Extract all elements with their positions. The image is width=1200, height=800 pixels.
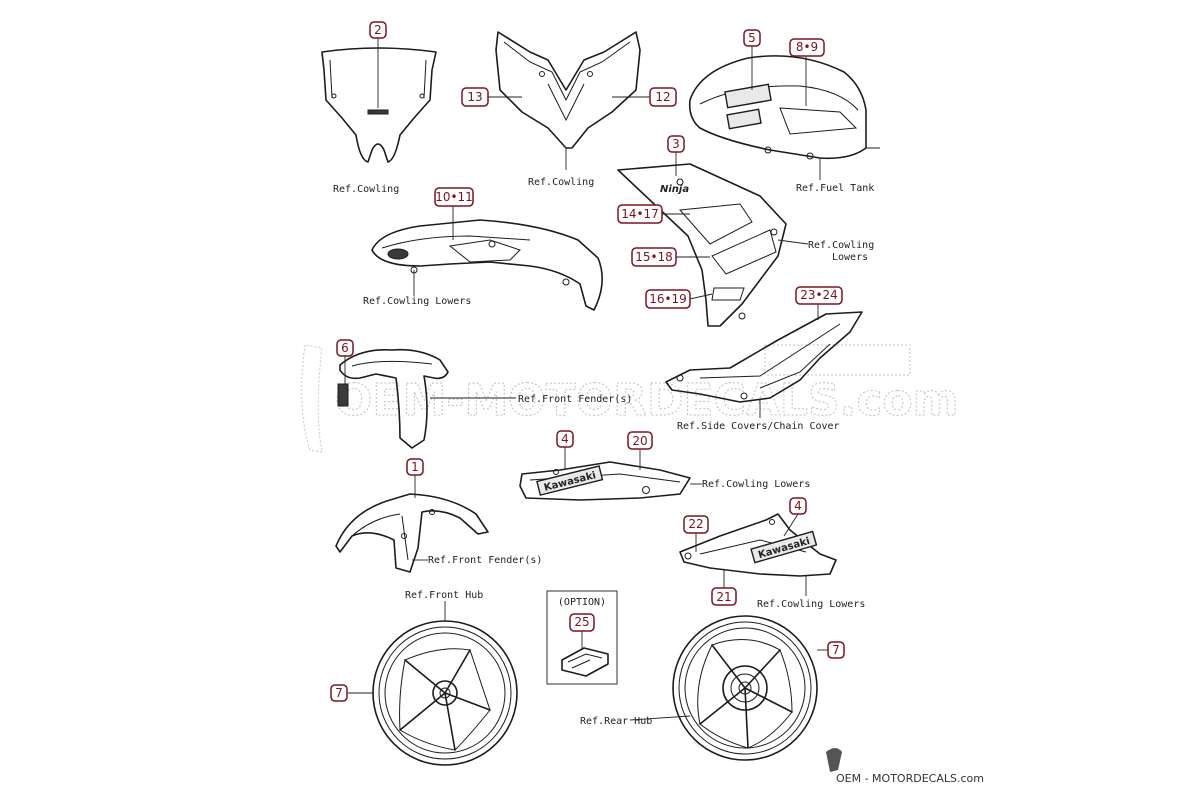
- belly-pan-left-kawasaki-decal: [536, 465, 604, 496]
- callout-4-left: 4: [556, 430, 574, 448]
- ref-label-belly-pan-right: Ref.Cowling Lowers: [757, 599, 865, 610]
- ref-label-windscreen: Ref.Cowling: [333, 184, 399, 195]
- right-side-cowl-part: Ninja: [617, 152, 809, 327]
- svg-text:20: 20: [632, 434, 647, 448]
- svg-text:8•9: 8•9: [796, 40, 818, 54]
- ref-label-front-fender-top: Ref.Front Fender(s): [518, 394, 632, 405]
- callout-3: 3: [667, 135, 685, 153]
- option-label: (OPTION): [558, 597, 606, 608]
- svg-text:15•18: 15•18: [635, 250, 673, 264]
- belly-pan-right-kawasaki-decal: [750, 530, 818, 564]
- fuel-tank-part: [688, 44, 880, 180]
- fuel-tank-emblem-decal: [726, 108, 762, 130]
- ref-label-side-cowling-lowers-line2: Lowers: [832, 252, 868, 263]
- callout-14-17: 14•17: [617, 204, 663, 224]
- watermark-bird-shape: [301, 344, 323, 453]
- callout-21: 21: [711, 587, 737, 606]
- svg-text:4: 4: [794, 499, 802, 513]
- ref-label-side-covers: Ref.Side Covers/Chain Cover: [677, 421, 840, 432]
- rear-wheel-part: [629, 615, 828, 761]
- svg-text:6: 6: [341, 341, 349, 355]
- front-wheel-spokes: [399, 648, 491, 751]
- callout-15-18: 15•18: [631, 247, 677, 267]
- callout-7-front: 7: [330, 684, 348, 702]
- upper-cowl-part: [488, 31, 650, 170]
- callout-5: 5: [743, 29, 761, 47]
- watermark: OEM-MOTORDECALS.com: [301, 344, 959, 453]
- fuel-tank-kawasaki-decal: [724, 83, 772, 109]
- svg-text:1: 1: [411, 460, 419, 474]
- callout-20: 20: [627, 431, 653, 450]
- front-fender-top-decal: [337, 383, 349, 407]
- front-fender-part: [335, 475, 489, 573]
- footer-watermark: OEM - MOTORDECALS.com: [826, 748, 984, 785]
- callout-2: 2: [369, 21, 387, 39]
- bird-logo-icon: [826, 748, 842, 772]
- front-wheel-part: [348, 601, 518, 766]
- ref-label-belly-pan: Ref.Cowling Lowers: [702, 479, 810, 490]
- svg-text:10•11: 10•11: [435, 190, 473, 204]
- callout-8-9: 8•9: [789, 38, 825, 57]
- callout-4-right: 4: [789, 497, 807, 515]
- svg-text:16•19: 16•19: [649, 292, 687, 306]
- svg-text:12: 12: [655, 90, 670, 104]
- svg-text:22: 22: [688, 517, 703, 531]
- option-box: (OPTION): [546, 590, 618, 685]
- ninja-decal-text: Ninja: [660, 184, 689, 195]
- callout-22: 22: [683, 515, 709, 534]
- svg-text:7: 7: [832, 643, 840, 657]
- svg-text:14•17: 14•17: [621, 207, 659, 221]
- side-covers-part: [665, 303, 863, 418]
- left-cowling-part: [371, 206, 603, 311]
- ref-label-left-cowling-lowers: Ref.Cowling Lowers: [363, 296, 471, 307]
- svg-text:4: 4: [561, 432, 569, 446]
- callout-6: 6: [336, 339, 354, 357]
- ref-label-fuel-tank: Ref.Fuel Tank: [796, 183, 874, 194]
- watermark-text: OEM-MOTORDECALS.com: [335, 375, 959, 426]
- callout-25: 25: [569, 613, 595, 632]
- svg-text:21: 21: [716, 590, 731, 604]
- rear-wheel-spokes: [697, 639, 793, 749]
- svg-text:7: 7: [335, 686, 343, 700]
- front-fender-top-part: [337, 348, 516, 449]
- svg-text:13: 13: [467, 90, 482, 104]
- windscreen-decal: [367, 109, 389, 115]
- ref-label-upper-cowl: Ref.Cowling: [528, 177, 594, 188]
- callout-23-24: 23•24: [795, 286, 843, 305]
- callout-1: 1: [406, 458, 424, 476]
- svg-text:25: 25: [574, 615, 589, 629]
- svg-text:2: 2: [374, 23, 382, 37]
- callout-13: 13: [461, 87, 489, 107]
- svg-text:3: 3: [672, 137, 680, 151]
- svg-text:23•24: 23•24: [800, 288, 838, 302]
- ref-label-front-fender: Ref.Front Fender(s): [428, 555, 542, 566]
- ref-label-front-hub: Ref.Front Hub: [405, 590, 483, 601]
- callout-12: 12: [649, 87, 677, 107]
- windscreen-part: [321, 38, 437, 163]
- watermark-badge: [764, 344, 911, 376]
- callout-10-11: 10•11: [434, 187, 474, 207]
- callout-7-rear: 7: [827, 641, 845, 659]
- svg-text:5: 5: [748, 31, 756, 45]
- footer-watermark-text: OEM - MOTORDECALS.com: [836, 772, 984, 785]
- belly-pan-left-part: Kawasaki: [519, 447, 702, 501]
- ref-label-side-cowling-lowers-line1: Ref.Cowling: [808, 240, 874, 251]
- ref-label-rear-hub: Ref.Rear Hub: [580, 716, 652, 727]
- callout-16-19: 16•19: [645, 289, 691, 309]
